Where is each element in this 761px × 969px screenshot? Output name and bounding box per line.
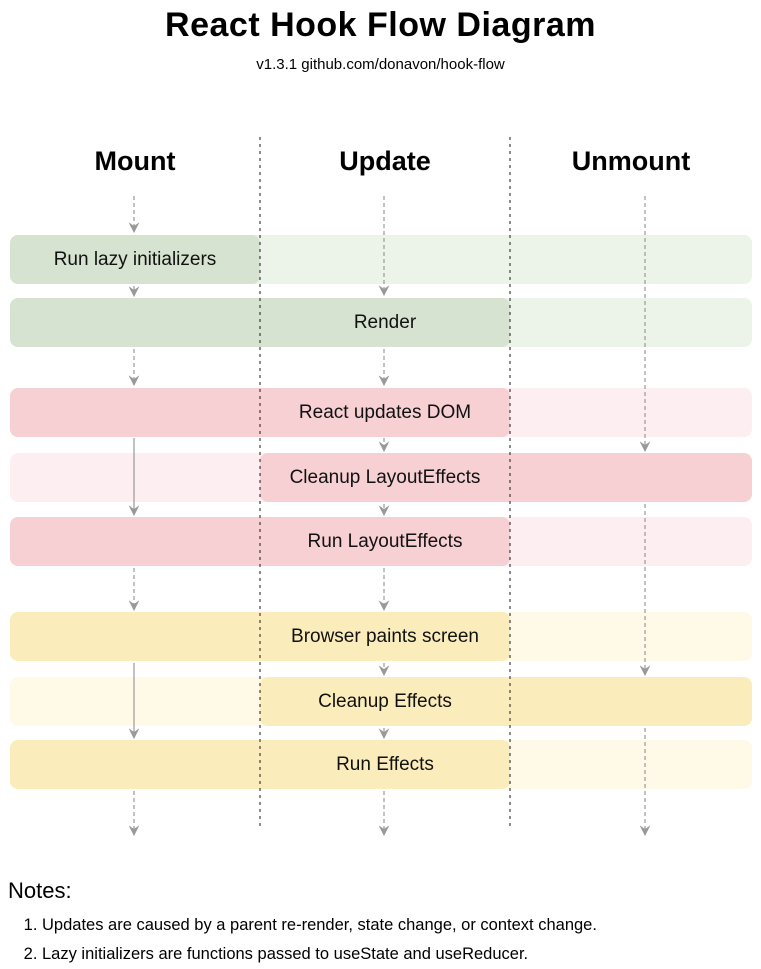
row-label: Cleanup Effects (318, 691, 452, 712)
column-header-unmount: Unmount (571, 146, 691, 176)
column-header-mount: Mount (94, 146, 176, 176)
row-cleanup-layouteffects: Cleanup LayoutEffects (10, 453, 752, 502)
row-label: Render (353, 312, 417, 333)
row-label: Run lazy initializers (53, 249, 217, 270)
active-segment (260, 677, 752, 726)
active-segment (10, 235, 260, 284)
row-browser-paints-screen: Browser paints screen (10, 612, 752, 661)
row-label: React updates DOM (298, 402, 472, 423)
column-header-update: Update (339, 146, 431, 176)
row-cleanup-effects: Cleanup Effects (10, 677, 752, 726)
note-item: Lazy initializers are functions passed t… (42, 945, 753, 964)
note-item: Updates are caused by a parent re-render… (42, 916, 753, 935)
row-react-updates-dom: React updates DOM (10, 388, 752, 437)
row-label: Cleanup LayoutEffects (289, 467, 481, 488)
row-label: Run Effects (336, 754, 434, 775)
notes-heading: Notes: (8, 878, 72, 903)
row-run-effects: Run Effects (10, 740, 752, 789)
notes-list: Updates are caused by a parent re-render… (42, 916, 753, 964)
row-render: Render (10, 298, 752, 347)
notes-section: Notes: Updates are caused by a parent re… (8, 878, 753, 969)
row-run-layouteffects: Run LayoutEffects (10, 517, 752, 566)
page-title: React Hook Flow Diagram (165, 6, 596, 44)
row-run-lazy-initializers: Run lazy initializers (10, 235, 752, 284)
active-segment (260, 453, 752, 502)
row-label: Browser paints screen (291, 626, 479, 647)
row-label: Run LayoutEffects (307, 531, 463, 552)
page-subtitle: v1.3.1 github.com/donavon/hook-flow (256, 56, 505, 73)
